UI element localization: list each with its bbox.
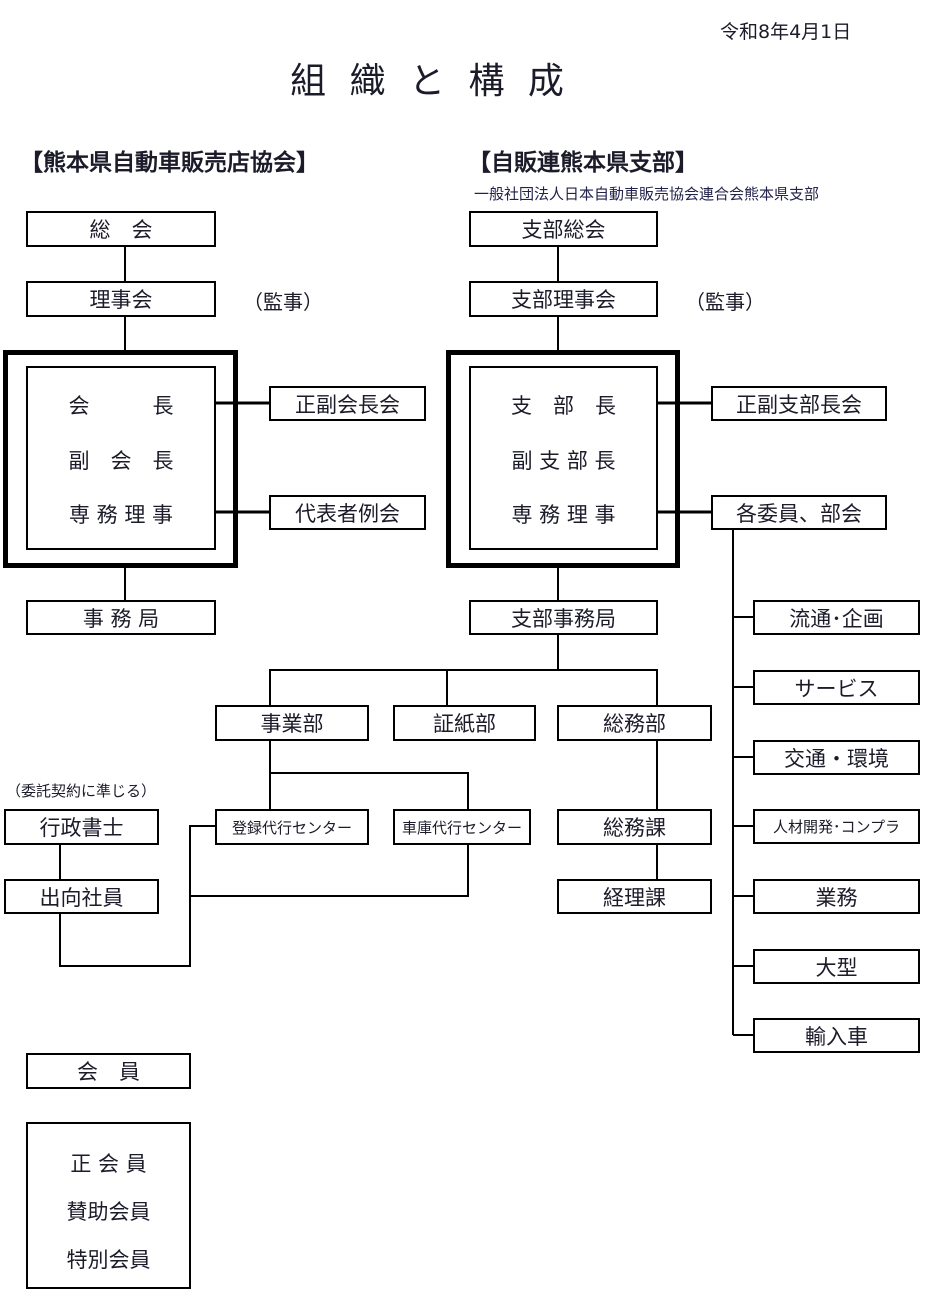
association-board: 理事会 (26, 281, 216, 317)
branch-general-meeting: 支部総会 (469, 211, 658, 247)
officer-executive-director: 専 務 理 事 (511, 503, 616, 527)
member-type: 特別会員 (66, 1248, 151, 1272)
garage-certificate-center: 車庫代行センター (393, 809, 531, 845)
committee-item: 人材開発･コンプラ (753, 809, 920, 844)
department-general-affairs: 総務部 (557, 705, 712, 741)
officer-executive-director: 専 務 理 事 (68, 503, 174, 527)
committee-item: 大型 (753, 949, 920, 984)
officer-vice-branch-chief: 副 支 部 長 (511, 449, 616, 473)
association-officers: 会 長 副 会 長 専 務 理 事 (26, 366, 216, 550)
member-type: 正 会 員 (70, 1152, 147, 1176)
branch-officers: 支 部 長 副 支 部 長 専 務 理 事 (469, 366, 658, 550)
department-business: 事業部 (215, 705, 369, 741)
member-types: 正 会 員 賛助会員 特別会員 (26, 1122, 191, 1289)
officer-branch-chief: 支 部 長 (511, 394, 616, 418)
association-general-meeting: 総 会 (26, 211, 216, 247)
accounting-section: 経理課 (557, 879, 712, 914)
association-auditor: （監事） (243, 290, 323, 314)
branch-auditor: （監事） (685, 290, 765, 314)
association-officers-frame (3, 350, 238, 568)
page-title: 組 織 と 構 成 (290, 61, 570, 102)
association-secretariat: 事 務 局 (26, 600, 216, 635)
branch-side-meeting: 正副支部長会 (711, 386, 887, 421)
branch-officers-frame (446, 350, 680, 568)
branch-secretariat: 支部事務局 (469, 600, 658, 635)
committee-item: 業務 (753, 879, 920, 914)
branch-subtitle: 一般社団法人日本自動車販売協会連合会熊本県支部 (474, 185, 820, 203)
branch-committees-header: 各委員、部会 (711, 495, 887, 530)
member-type: 賛助会員 (66, 1200, 151, 1224)
committee-item: 流通･企画 (753, 600, 920, 635)
branch-heading: 【自販連熊本県支部】 (468, 150, 698, 176)
officer-vice-president: 副 会 長 (68, 449, 174, 473)
association-heading: 【熊本県自動車販売店協会】 (20, 150, 319, 176)
external-note: （委託契約に準じる） (6, 782, 157, 800)
date: 令和8年4月1日 (720, 21, 852, 43)
seconded-staff: 出向社員 (4, 879, 159, 914)
committee-item: サービス (753, 670, 920, 705)
committee-item: 輸入車 (753, 1018, 920, 1053)
association-side-meeting: 代表者例会 (269, 495, 426, 530)
department-stamp: 証紙部 (393, 705, 536, 741)
general-affairs-section: 総務課 (557, 809, 712, 845)
members-heading: 会 員 (26, 1053, 191, 1089)
administrative-scrivener: 行政書士 (4, 809, 159, 845)
committee-item: 交通・環境 (753, 740, 920, 775)
association-side-meeting: 正副会長会 (269, 386, 426, 421)
registration-center: 登録代行センター (215, 809, 369, 845)
officer-president: 会 長 (68, 394, 174, 418)
branch-board: 支部理事会 (469, 281, 658, 317)
